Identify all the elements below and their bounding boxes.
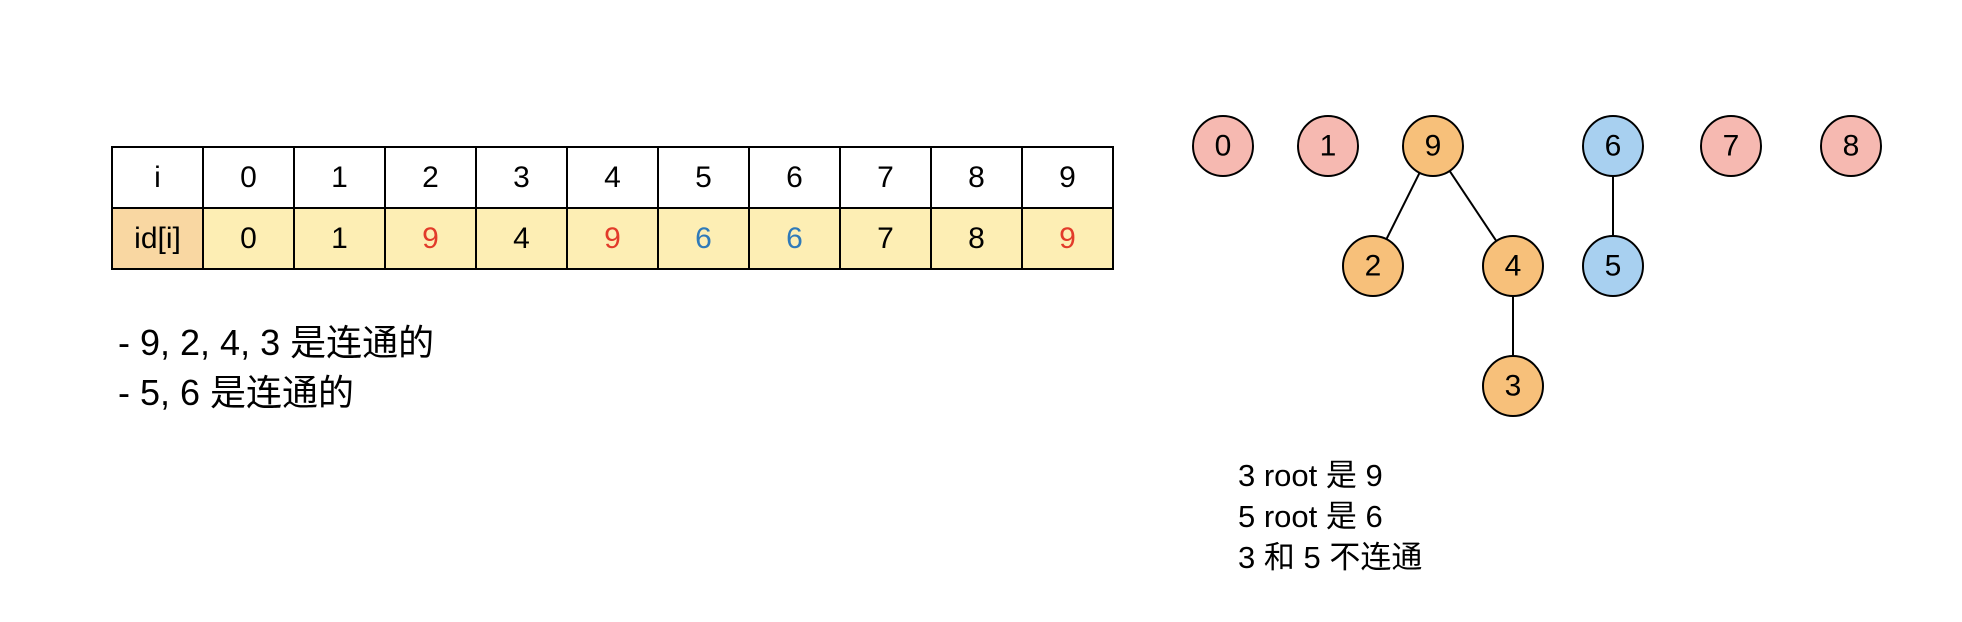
note-line-2: - 5, 6 是连通的 (118, 372, 355, 413)
index-cell-8: 8 (930, 146, 1023, 209)
id-value-cell-2: 9 (384, 207, 477, 270)
node-circle-9 (1402, 115, 1464, 177)
node-label-5: 5 (1605, 250, 1622, 283)
node-circle-8 (1820, 115, 1882, 177)
node-circle-5 (1582, 235, 1644, 297)
node-2: 2 (1342, 235, 1404, 297)
node-label-3: 3 (1505, 370, 1522, 403)
root-explanation: 3 root 是 9 5 root 是 6 3 和 5 不连通 (1238, 455, 1422, 578)
id-value-cell-4: 9 (566, 207, 659, 270)
edge-9-4 (1448, 170, 1498, 242)
tree-nodes: 0 1 9 6 7 8 2 4 5 3 (1192, 115, 1882, 417)
index-cell-1: 1 (293, 146, 386, 209)
root-line-2: 5 root 是 6 (1238, 499, 1383, 534)
node-circle-7 (1700, 115, 1762, 177)
node-3: 3 (1482, 355, 1544, 417)
node-9: 9 (1402, 115, 1464, 177)
index-cell-9: 9 (1021, 146, 1114, 209)
id-row: id[i] 0 1 9 4 9 6 6 7 8 9 (111, 207, 1114, 270)
node-label-9: 9 (1425, 130, 1442, 163)
node-4: 4 (1482, 235, 1544, 297)
id-array-table: i 0 1 2 3 4 5 6 7 8 9 id[i] 0 1 9 4 9 6 … (111, 146, 1114, 270)
root-line-3: 3 和 5 不连通 (1238, 540, 1423, 575)
node-circle-0 (1192, 115, 1254, 177)
node-5: 5 (1582, 235, 1644, 297)
id-value-cell-5: 6 (657, 207, 750, 270)
id-row-label: id[i] (111, 207, 204, 270)
connectivity-notes: - 9, 2, 4, 3 是连通的 - 5, 6 是连通的 (118, 318, 434, 418)
index-cell-2: 2 (384, 146, 477, 209)
node-6: 6 (1582, 115, 1644, 177)
node-label-1: 1 (1320, 130, 1337, 163)
node-7: 7 (1700, 115, 1762, 177)
node-label-4: 4 (1505, 250, 1522, 283)
index-cell-0: 0 (202, 146, 295, 209)
node-1: 1 (1297, 115, 1359, 177)
index-cell-7: 7 (839, 146, 932, 209)
node-circle-4 (1482, 235, 1544, 297)
id-value-cell-3: 4 (475, 207, 568, 270)
id-value-cell-8: 8 (930, 207, 1023, 270)
node-label-0: 0 (1215, 130, 1232, 163)
tree-edges (1385, 170, 1614, 356)
index-cell-5: 5 (657, 146, 750, 209)
node-label-2: 2 (1365, 250, 1382, 283)
index-cell-4: 4 (566, 146, 659, 209)
node-0: 0 (1192, 115, 1254, 177)
node-label-8: 8 (1843, 130, 1860, 163)
id-value-cell-7: 7 (839, 207, 932, 270)
node-circle-6 (1582, 115, 1644, 177)
index-cell-6: 6 (748, 146, 841, 209)
node-8: 8 (1820, 115, 1882, 177)
id-value-cell-9: 9 (1021, 207, 1114, 270)
root-line-1: 3 root 是 9 (1238, 458, 1383, 493)
index-cell-3: 3 (475, 146, 568, 209)
node-circle-1 (1297, 115, 1359, 177)
node-circle-3 (1482, 355, 1544, 417)
edge-9-2 (1385, 172, 1421, 240)
id-value-cell-6: 6 (748, 207, 841, 270)
node-label-7: 7 (1723, 130, 1740, 163)
index-row: i 0 1 2 3 4 5 6 7 8 9 (111, 146, 1114, 209)
node-label-6: 6 (1605, 130, 1622, 163)
node-circle-2 (1342, 235, 1404, 297)
id-value-cell-1: 1 (293, 207, 386, 270)
index-header-cell: i (111, 146, 204, 209)
id-value-cell-0: 0 (202, 207, 295, 270)
note-line-1: - 9, 2, 4, 3 是连通的 (118, 322, 435, 363)
